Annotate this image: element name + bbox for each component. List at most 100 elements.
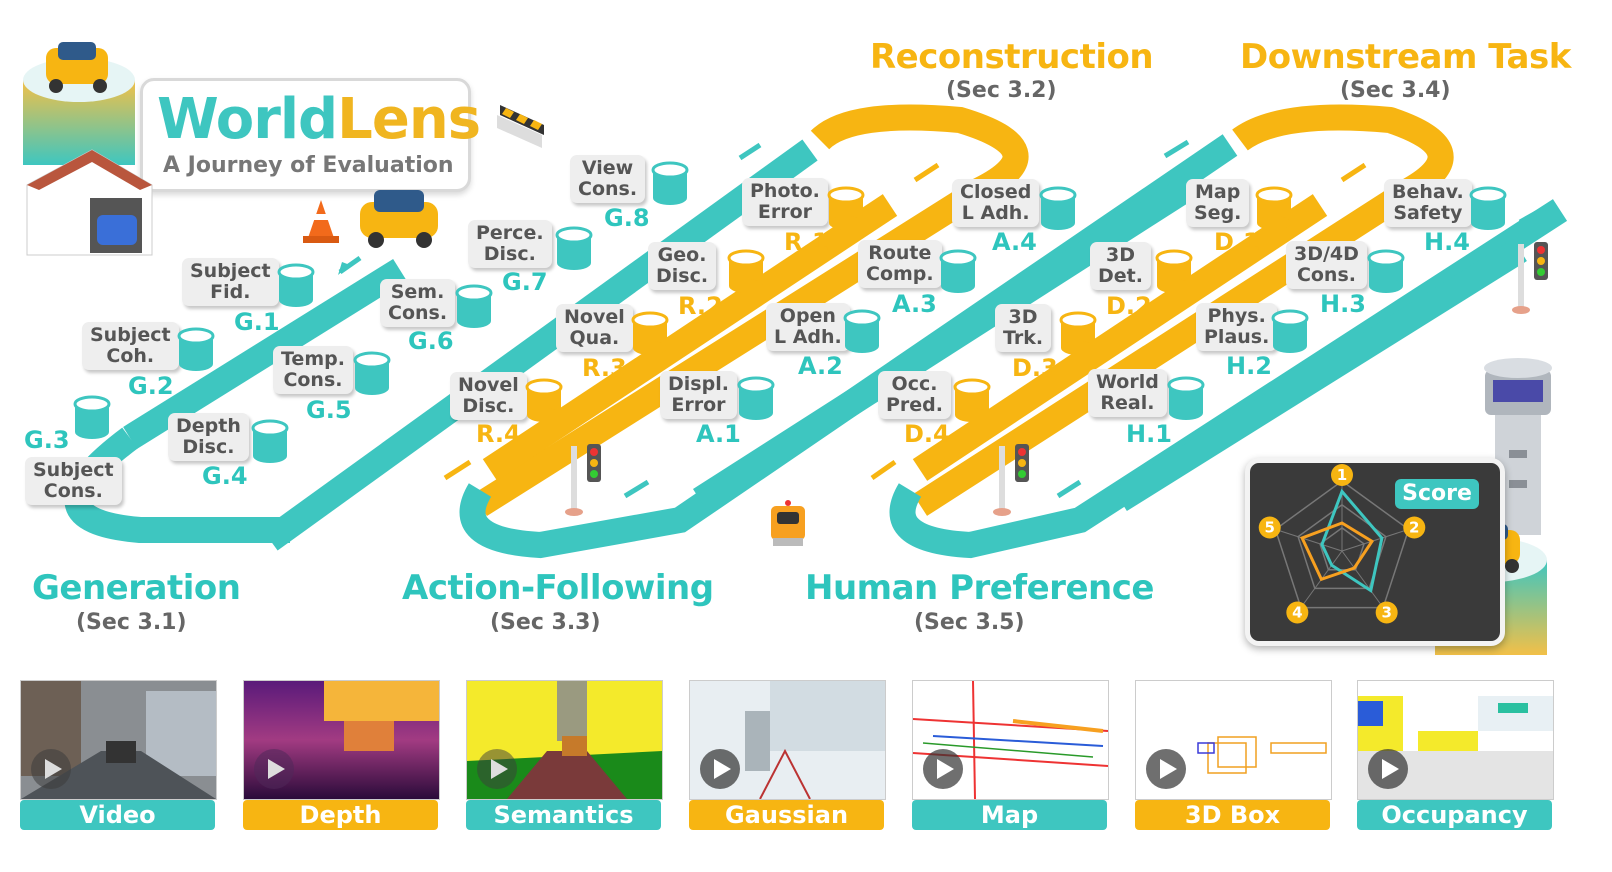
metric-label-line1: 3D/4D (1294, 243, 1359, 265)
metric-label-line1: Sem. (390, 281, 445, 303)
metric-label-line1: Depth (176, 415, 241, 437)
metric-label-line1: Occ. (891, 373, 938, 395)
cylinder-icon (631, 311, 669, 355)
metric-code-h4: H.4 (1424, 228, 1470, 256)
metric-label-g7: Perce.Disc. (468, 220, 552, 268)
metric-code-g2: G.2 (128, 372, 174, 400)
cylinder-icon (1059, 311, 1097, 355)
score-badge: Score (1395, 479, 1479, 509)
metric-label-d4: Occ.Pred. (878, 371, 951, 419)
gold-road-2 (912, 104, 1454, 516)
tile-3d-box[interactable] (1135, 680, 1332, 800)
metric-label-h4: Behav.Safety (1384, 179, 1472, 227)
cylinder-icon (525, 378, 563, 422)
title-part-world: World (157, 87, 338, 152)
play-icon[interactable] (698, 747, 742, 791)
cylinder-icon (1469, 186, 1507, 230)
radar-series (1320, 488, 1384, 594)
metric-code-a2: A.2 (798, 352, 843, 380)
play-icon[interactable] (1144, 747, 1188, 791)
tile-map[interactable] (912, 680, 1109, 800)
section-sub-human: (Sec 3.5) (914, 610, 1025, 635)
metric-label-line2: Comp. (866, 263, 934, 285)
video-thumbnail (21, 681, 216, 799)
metric-label-g5: Temp.Cons. (273, 346, 353, 394)
metric-label-line2: Disc. (656, 265, 709, 287)
tile-occupancy[interactable] (1357, 680, 1554, 800)
cylinder-icon (843, 309, 881, 353)
radar-spoke (1275, 528, 1343, 552)
radar-axis-badge (1286, 601, 1309, 624)
metric-label-line2: Error (757, 201, 812, 223)
play-icon[interactable] (1366, 747, 1410, 791)
tile-gaussian[interactable] (689, 680, 886, 800)
metric-label-line2: Cons. (388, 302, 448, 324)
metric-code-r3: R.3 (582, 354, 627, 382)
cylinder-icon (1155, 249, 1193, 293)
metric-label-line1: Photo. (750, 180, 820, 202)
metric-code-a4: A.4 (992, 228, 1037, 256)
car-icon (360, 190, 438, 248)
tile-depth[interactable] (243, 680, 440, 800)
metric-label-line1: Perce. (476, 222, 544, 244)
cylinder-icon (73, 395, 111, 439)
metric-code-g6: G.6 (408, 327, 454, 355)
metric-label-line2: Det. (1098, 265, 1143, 287)
metric-label-line1: Closed (960, 181, 1032, 203)
tile-label-video: Video (20, 800, 215, 830)
metric-code-d3: D.3 (1012, 354, 1058, 382)
radar-series (1300, 521, 1375, 582)
play-icon[interactable] (475, 747, 519, 791)
metric-code-a1: A.1 (696, 420, 741, 448)
metric-label-line2: Cons. (283, 369, 343, 391)
app-title: WorldLens (157, 87, 481, 152)
metric-code-d1: D.1 (1214, 228, 1260, 256)
metric-label-line2: Plaus. (1204, 326, 1270, 348)
metric-label-line1: Subject (33, 459, 114, 481)
radar-grid (1274, 480, 1410, 609)
metric-code-d2: D.2 (1106, 292, 1152, 320)
radar-spoke (1341, 528, 1409, 552)
cylinder-icon (1039, 186, 1077, 230)
metric-label-line2: Disc. (182, 436, 235, 458)
section-title-human: Human Preference (805, 568, 1154, 608)
cylinder-icon (827, 186, 865, 230)
metric-code-g1: G.1 (234, 308, 280, 336)
metric-label-line1: View (581, 157, 634, 179)
arrow-icon (443, 162, 1367, 481)
play-icon[interactable] (921, 747, 965, 791)
traffic-light-icon (565, 444, 601, 516)
metric-label-r1: Photo.Error (742, 178, 828, 226)
cylinder-icon (939, 249, 977, 293)
tile-label-occupancy: Occupancy (1357, 800, 1552, 830)
tile-label-gaussian: Gaussian (689, 800, 884, 830)
title-part-lens: Lens (337, 87, 481, 152)
play-icon[interactable] (29, 747, 73, 791)
play-icon[interactable] (252, 747, 296, 791)
radar-axis-label: 4 (1292, 603, 1302, 621)
title-card: WorldLens A Journey of Evaluation (140, 78, 481, 192)
tile-video[interactable] (20, 680, 217, 800)
control-tower-icon (1484, 358, 1552, 535)
metric-label-line1: Novel (564, 306, 625, 328)
metric-label-line2: Trk. (1003, 327, 1044, 349)
metric-label-line1: Subject (90, 324, 171, 346)
tile-label-depth: Depth (243, 800, 438, 830)
gold-road-1 (473, 104, 1029, 516)
metric-label-line1: Phys. (1207, 305, 1266, 327)
section-sub-downstream: (Sec 3.4) (1340, 78, 1451, 103)
tile-semantics[interactable] (466, 680, 663, 800)
section-title-downstream: Downstream Task (1240, 37, 1571, 77)
metric-label-line1: Displ. (668, 373, 729, 395)
metric-label-line1: Map (1195, 181, 1241, 203)
